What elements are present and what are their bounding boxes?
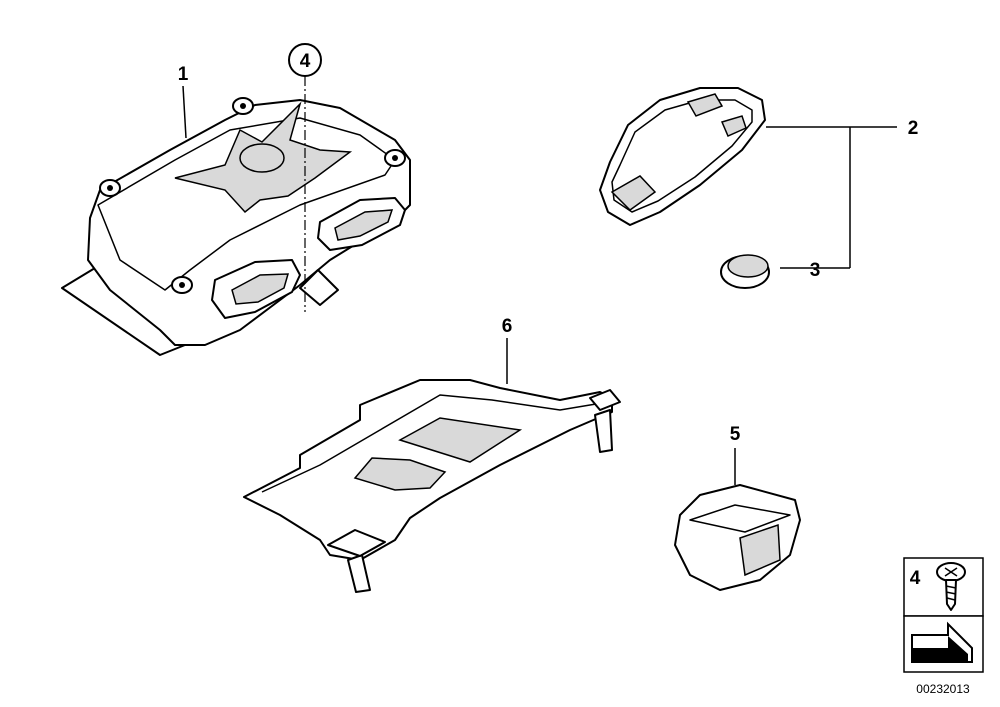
bracket-part-6[interactable] xyxy=(243,379,621,593)
screw-icon xyxy=(936,562,966,611)
legend-box: 4 xyxy=(903,557,984,673)
callout-4: 4 xyxy=(300,51,311,72)
callout-3: 3 xyxy=(810,260,821,281)
key-fob-part-2[interactable] xyxy=(599,87,766,226)
arrow-icon xyxy=(911,621,973,663)
callout-2: 2 xyxy=(908,118,919,139)
leader-lines xyxy=(182,76,897,485)
legend-screw-number: 4 xyxy=(910,568,921,589)
callout-5: 5 xyxy=(730,424,741,445)
callout-6: 6 xyxy=(502,316,513,337)
control-unit-part-1[interactable] xyxy=(61,97,411,356)
callout-1: 1 xyxy=(178,64,189,85)
battery-part-3[interactable] xyxy=(720,254,770,289)
diagram-id: 00232013 xyxy=(916,682,970,696)
callout-4-circle xyxy=(288,43,322,77)
sleeve-part-5[interactable] xyxy=(674,484,801,591)
